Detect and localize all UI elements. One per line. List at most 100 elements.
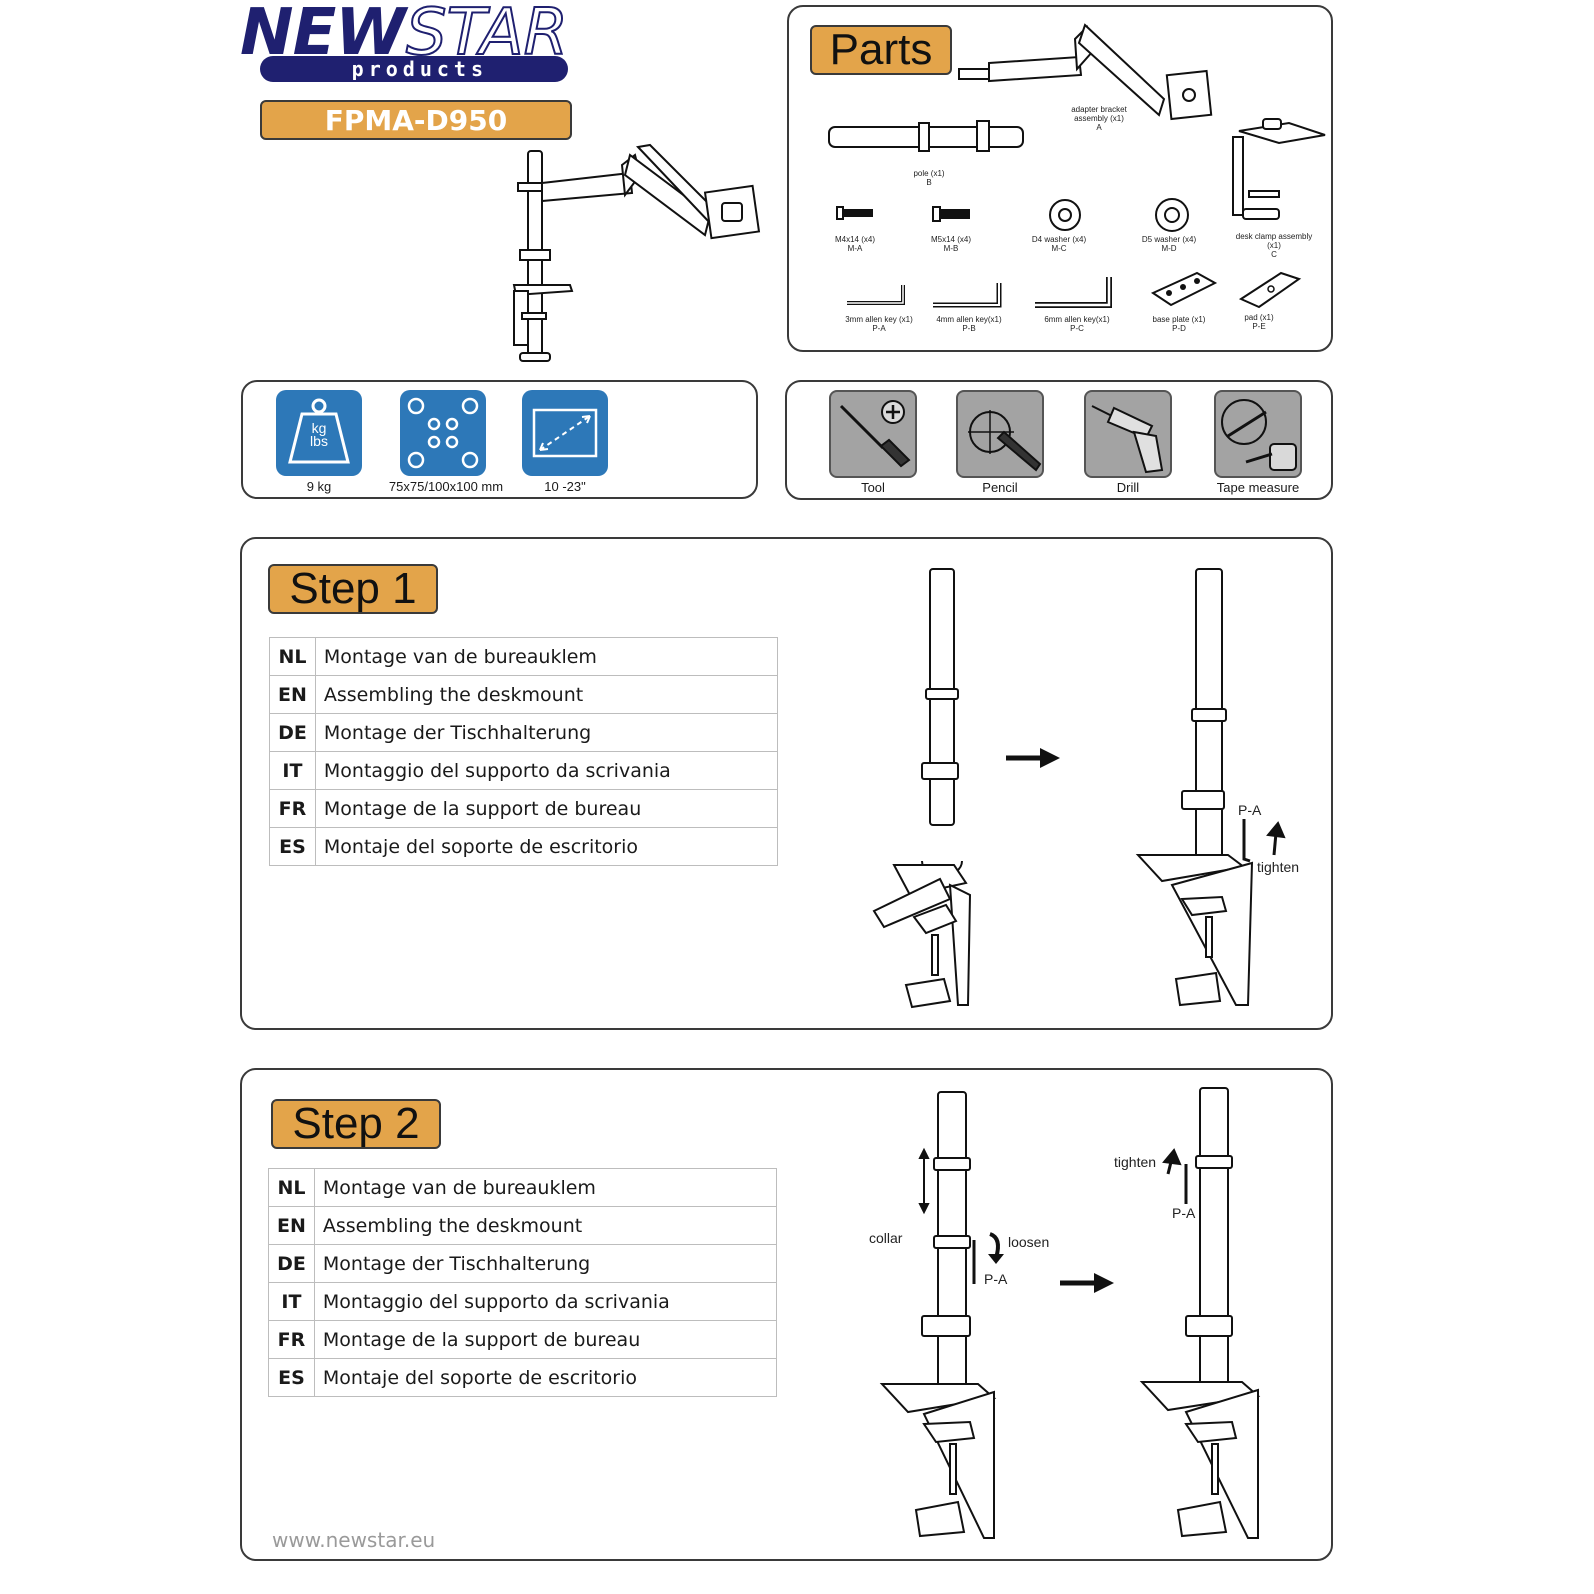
parts-heading-box: Parts — [810, 25, 952, 75]
product-illustration — [512, 143, 761, 362]
lang-code: EN — [268, 1206, 315, 1245]
pad-drawing — [1238, 271, 1302, 309]
logo-word-star: STAR — [405, 0, 569, 71]
screw-m5-drawing — [932, 206, 970, 222]
step-1-tighten-label: tighten — [1257, 859, 1300, 875]
part-pb-name: 4mm allen key(x1) — [936, 315, 1002, 324]
lang-code: ES — [268, 1358, 315, 1397]
lang-code: NL — [269, 637, 316, 676]
part-pd-name: base plate (x1) — [1152, 315, 1206, 324]
lang-text: Montage der Tischhalterung — [314, 713, 778, 752]
part-pa-code: P-A — [872, 324, 886, 333]
parts-heading: Parts — [829, 25, 933, 74]
adapter-bracket-drawing — [958, 23, 1213, 121]
step-2-key-label-1: P-A — [984, 1271, 1008, 1287]
lang-code: IT — [268, 1282, 315, 1321]
part-md-code: M-D — [1161, 244, 1177, 253]
step-2-key-label-2: P-A — [1172, 1205, 1196, 1221]
logo-sub-text: products — [351, 57, 488, 81]
drill-caption: Drill — [1116, 480, 1140, 495]
pencil-caption: Pencil — [982, 480, 1018, 495]
lang-text: Montage van de bureauklem — [314, 637, 778, 676]
part-a-name: adapter bracket assembly (x1) — [1071, 105, 1127, 123]
lang-code: FR — [269, 789, 316, 828]
screen-size-caption: 10 -23" — [544, 479, 586, 494]
lang-text: Montaje del soporte de escritorio — [314, 827, 778, 866]
lang-code: ES — [269, 827, 316, 866]
brand-logo: products NEW STAR — [240, 0, 600, 90]
part-c-code: C — [1271, 250, 1277, 259]
model-text: FPMA-D950 — [324, 104, 508, 137]
step-1-heading: Step 1 — [289, 564, 417, 613]
lang-text: Assembling the deskmount — [314, 675, 778, 714]
lang-code: FR — [268, 1320, 315, 1359]
part-pd-code: P-D — [1172, 324, 1186, 333]
lang-code: IT — [269, 751, 316, 790]
part-ma-name: M4x14 (x4) — [834, 235, 875, 244]
part-ma-label: M4x14 (x4) M-A — [823, 235, 887, 253]
screwdriver-icon — [829, 390, 917, 478]
part-pe-name: pad (x1) — [1244, 313, 1274, 322]
step-1-arrow-icon — [1006, 748, 1060, 768]
tape-measure-caption: Tape measure — [1216, 480, 1300, 495]
lang-text: Montage der Tischhalterung — [313, 1244, 777, 1283]
base-plate-drawing — [1150, 271, 1218, 307]
part-a-code: A — [1096, 123, 1102, 132]
allen-key-3mm-drawing — [847, 285, 905, 305]
collar-label: collar — [869, 1230, 903, 1246]
step-1-illustration-after — [1135, 568, 1286, 1007]
loosen-label: loosen — [1008, 1234, 1050, 1250]
part-mc-name: D4 washer (x4) — [1031, 235, 1087, 244]
lang-code: DE — [268, 1244, 315, 1283]
weight-icon-lbs: lbs — [310, 433, 328, 449]
weight-icon: kg lbs — [276, 390, 362, 476]
part-md-name: D5 washer (x4) — [1141, 235, 1197, 244]
model-badge: FPMA-D950 — [260, 100, 572, 140]
logo-word-new: NEW — [240, 0, 406, 70]
step-2-illustration-after — [1139, 1087, 1261, 1539]
part-pb-label: 4mm allen key(x1) P-B — [927, 315, 1011, 333]
part-pe-code: P-E — [1252, 322, 1266, 331]
tool-caption: Tool — [861, 480, 885, 495]
step-2-tighten-label: tighten — [1114, 1154, 1157, 1170]
tools-panel: Tool Pencil Drill Tape measure — [785, 380, 1333, 500]
loosen-arrow-icon — [988, 1232, 1004, 1264]
pencil-icon — [956, 390, 1044, 478]
washer-d5-drawing — [1155, 198, 1189, 232]
part-c-label: desk clamp assembly (x1) C — [1229, 232, 1319, 259]
part-mb-label: M5x14 (x4) M-B — [919, 235, 983, 253]
washer-d4-drawing — [1049, 199, 1081, 231]
footer-url: www.newstar.eu — [272, 1528, 436, 1552]
step-2-heading: Step 2 — [292, 1099, 420, 1148]
part-pc-label: 6mm allen key(x1) P-C — [1035, 315, 1119, 333]
part-pc-code: P-C — [1070, 324, 1084, 333]
lang-text: Montage de la support de bureau — [313, 1320, 777, 1359]
part-pe-label: pad (x1) P-E — [1229, 313, 1289, 331]
tape-measure-icon — [1214, 390, 1302, 478]
part-b-code: B — [926, 178, 932, 187]
part-a-label: adapter bracket assembly (x1) A — [1059, 105, 1139, 132]
lang-text: Assembling the deskmount — [313, 1206, 777, 1245]
part-c-name: desk clamp assembly (x1) — [1235, 232, 1313, 250]
step-2-illustration-before — [879, 1091, 997, 1539]
part-mc-code: M-C — [1051, 244, 1067, 253]
part-mb-name: M5x14 (x4) — [930, 235, 971, 244]
specs-panel: kg lbs 9 kg 75x75/100x100 mm 10 -23" — [241, 380, 758, 499]
step-2-heading-box: Step 2 — [271, 1099, 441, 1149]
screen-size-icon — [522, 390, 608, 476]
step-2-arrow-icon — [1060, 1273, 1114, 1293]
screw-m4-drawing — [836, 206, 873, 220]
part-b-label: pole (x1) B — [889, 169, 969, 187]
lang-text: Montage de la support de bureau — [314, 789, 778, 828]
logo-products-bar: products — [260, 56, 568, 82]
part-ma-code: M-A — [847, 244, 863, 253]
part-pb-code: P-B — [962, 324, 976, 333]
